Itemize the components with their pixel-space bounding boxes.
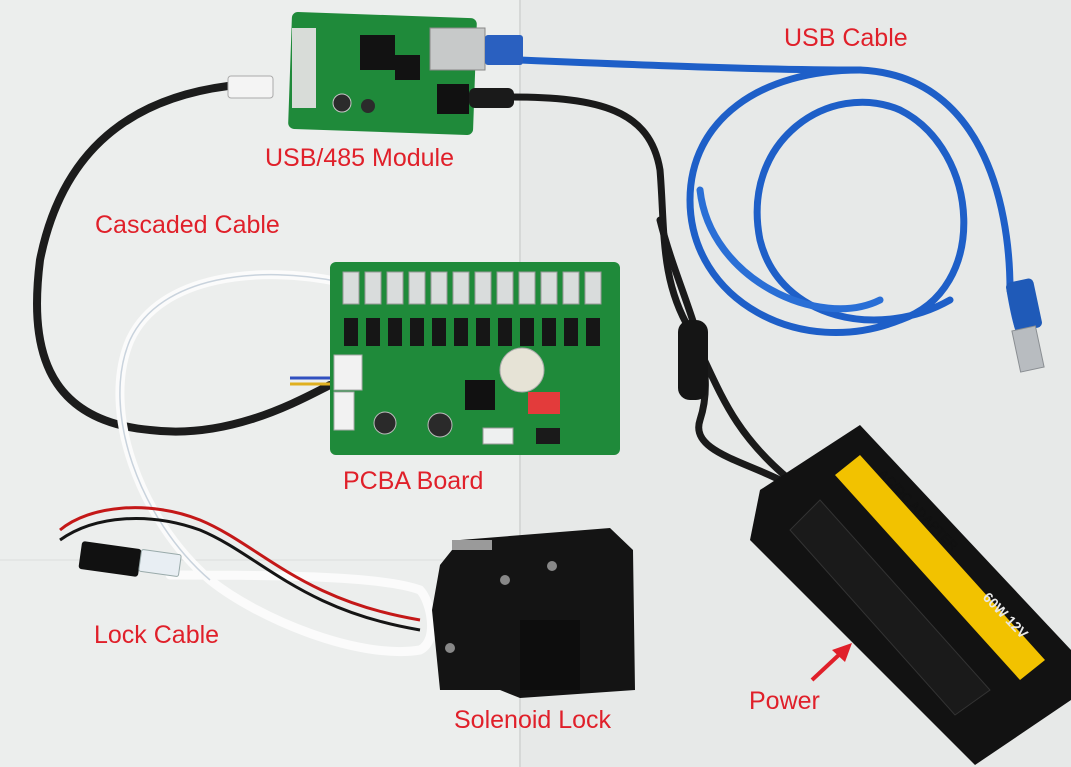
label-cascaded-cable: Cascaded Cable [95,211,280,239]
power-adapter: AC/DC ADAPTER 60W 12V [750,425,1071,765]
label-usb-cable: USB Cable [784,24,908,52]
label-lock-cable: Lock Cable [94,621,220,649]
cascaded-cable [33,82,334,436]
power-arrow [810,643,852,682]
lock-wires [59,506,421,632]
ferrite-bead [678,320,708,400]
usb-a-plug [1006,278,1045,373]
label-pcba-board: PCBA Board [343,467,484,495]
solenoid-lock [432,528,635,698]
label-usb485-module: USB/485 Module [265,144,455,172]
usb485-module [227,12,523,136]
label-power: Power [749,687,820,715]
pcba-board [330,262,620,455]
lock-connector [78,541,142,577]
label-solenoid-lock: Solenoid Lock [454,706,612,734]
power-cable [506,93,794,484]
